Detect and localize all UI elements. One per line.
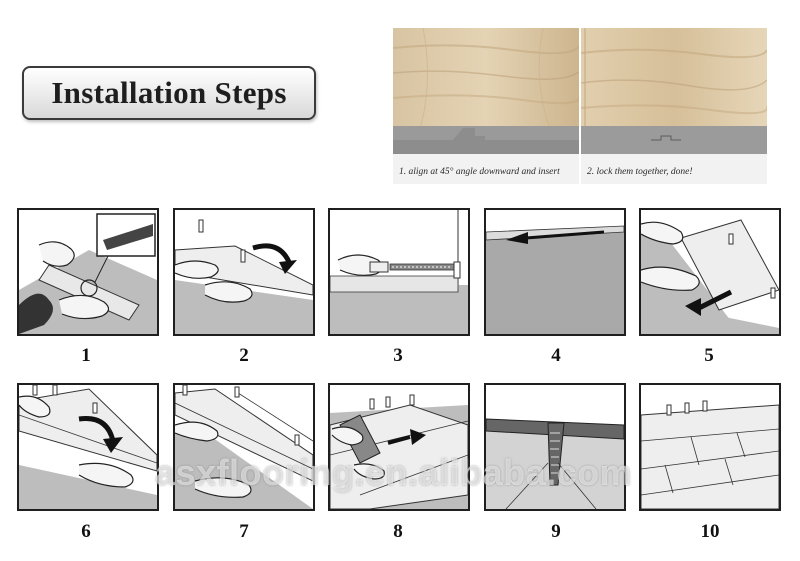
step-4-illustration	[484, 208, 626, 336]
step-5-illustration	[639, 208, 781, 336]
step-number-6: 6	[81, 521, 91, 542]
step-6-illustration	[17, 383, 159, 511]
watermark: asxflooring.en.alibaba.com	[155, 452, 633, 493]
step-number-9: 9	[551, 521, 561, 542]
step-number-1: 1	[81, 345, 91, 366]
step-7-illustration	[173, 383, 315, 511]
flooring-photo-align: 1. align at 45° angle downward and inser…	[393, 28, 579, 184]
title-box: Installation Steps	[22, 66, 316, 120]
step-9-illustration	[484, 383, 626, 511]
flooring-photo-lock: 2. lock them together, done!	[581, 28, 767, 184]
photo-caption-2: 2. lock them together, done!	[587, 167, 693, 177]
page-title: Installation Steps	[51, 75, 287, 110]
step-number-8: 8	[393, 521, 403, 542]
step-1-illustration	[17, 208, 159, 336]
step-8-illustration	[328, 383, 470, 511]
step-number-10: 10	[700, 521, 720, 542]
photo-caption-1: 1. align at 45° angle downward and inser…	[399, 166, 560, 177]
step-3-illustration	[328, 208, 470, 336]
step-number-7: 7	[239, 521, 249, 542]
step-10-illustration	[639, 383, 781, 511]
step-number-4: 4	[551, 345, 561, 366]
step-number-3: 3	[393, 345, 403, 366]
step-number-2: 2	[239, 345, 249, 366]
step-number-5: 5	[704, 345, 714, 366]
step-2-illustration	[173, 208, 315, 336]
